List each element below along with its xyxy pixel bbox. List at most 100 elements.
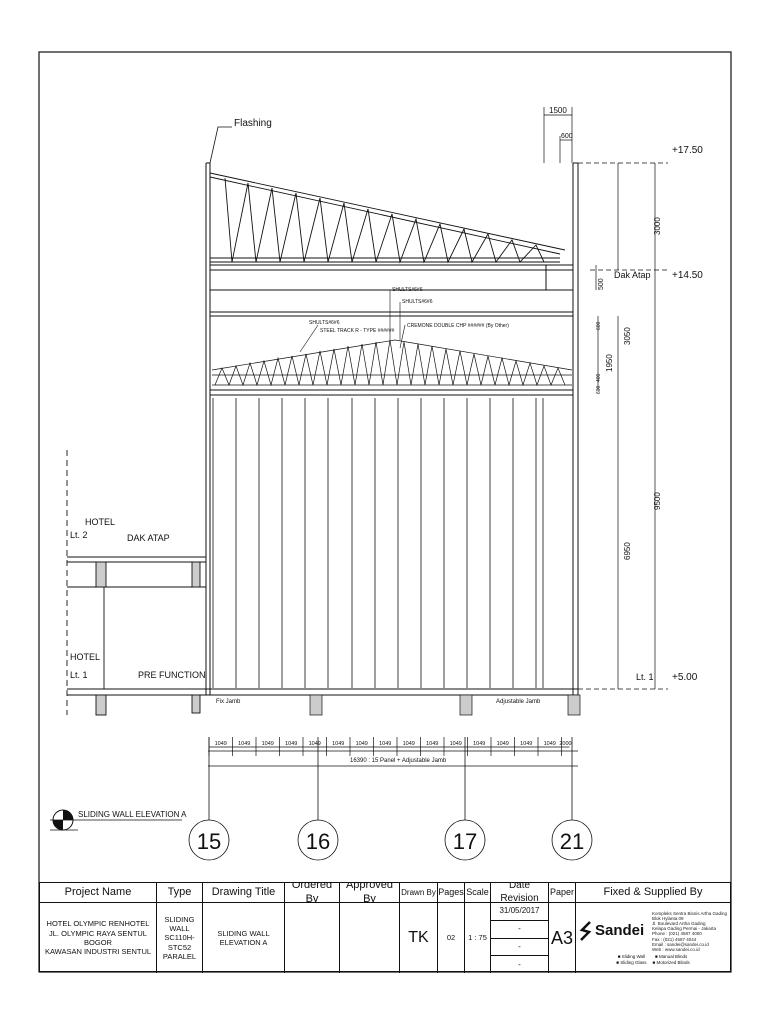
scale-cell: 1 : 75 (465, 903, 491, 973)
adjustable-jamb-label: Adjustable Jamb (496, 699, 541, 705)
drawing-title-line-1: SLIDING WALL (217, 928, 270, 938)
level-lines (578, 162, 668, 690)
dim-6950: 6950 (623, 542, 632, 560)
panel-dim-label: 1049 (544, 741, 556, 747)
panel-dim-label: 1049 (473, 741, 485, 747)
product-item: Sliding Glass (620, 959, 647, 965)
drawing-title-line-2: ELEVATION A (219, 938, 268, 947)
address-line: Jl. Boulevard Artha Gading (651, 921, 706, 927)
sheet-border (38, 51, 732, 973)
panel-dim-label: 1049 (379, 741, 391, 747)
cremona-label: CREMONE DOUBLE CHP ###### (By Other) (407, 323, 509, 329)
brand-name: Sandei (595, 922, 645, 939)
panel-dim-label: 1049 (238, 741, 250, 747)
address-line: Web : www.sandei.co.id (651, 946, 700, 952)
drawn-by-cell: TK (400, 903, 438, 973)
hotel-lt2-label: HOTEL (85, 517, 115, 527)
address-line: Fax : (021) 4587 4044 (651, 936, 697, 942)
dim-1950: 1950 (605, 354, 614, 372)
panel-dim-label: 1049 (285, 741, 297, 747)
product-item: Motorized Blinds (656, 959, 690, 965)
panel-dim-last: 2000 (559, 741, 571, 747)
grid-lines (188, 737, 593, 861)
beam-label-1: SHULTS#6#6 (392, 287, 423, 293)
dak-atap-right-label: Dak Atap (614, 270, 651, 280)
address-line: Kelapa Gading Permai - Jakarta (651, 926, 716, 932)
panel-dimensions: 1049 1049 1049 1049 1049 1049 1049 1049 1049 1049… (208, 737, 572, 756)
supplier-cell: Sandei Kompleks Sentra Bisnis Artha Gadi… (576, 903, 730, 973)
dimension-lines-right (543, 107, 656, 689)
address-line: Email : sandei@sandei.co.id (651, 941, 709, 947)
header-supplier: Fixed & Supplied By (603, 885, 703, 898)
panel-dim-label: 1049 (450, 741, 462, 747)
bottom-dimension-strip (208, 750, 578, 767)
header-drawing-title: Drawing Title (203, 883, 285, 902)
date-revision-cell: 31/05/2017 - - - (491, 903, 549, 973)
header-approved-by: Approved By (340, 883, 400, 902)
header-type: Type (157, 883, 203, 902)
panel-dim-label: 1049 (309, 741, 321, 747)
address-line: Kompleks Sentra Bisnis Artha Gading (651, 910, 727, 916)
hotel-lt1-floor: Lt. 1 (70, 670, 88, 680)
title-block-header: Project Name Type Drawing Title Ordered … (40, 883, 730, 903)
project-name-line-1: HOTEL OLYMPIC RENHOTEL (46, 919, 150, 929)
panel-dim-label: 1049 (403, 741, 415, 747)
address-line: Blok Hylanta 09 (651, 915, 684, 921)
title-block: Project Name Type Drawing Title Ordered … (39, 882, 731, 973)
approved-by-cell (340, 903, 400, 973)
type-line-1: SLIDING WALL (164, 914, 195, 933)
panel-dim-label: 1049 (497, 741, 509, 747)
product-item: Manual Blinds (658, 954, 688, 960)
building-outline (205, 162, 579, 696)
grid-17: 17 (453, 829, 477, 854)
panel-dim-label: 1049 (215, 741, 227, 747)
dim-total: 16390 : 15 Panel + Adjustable Jamb (350, 758, 447, 764)
header-drawn-by: Drawn By (400, 883, 438, 902)
header-date-revision: Date Revision (491, 883, 549, 902)
elevation-title: SLIDING WALL ELEVATION A (78, 810, 187, 819)
lt1-right-label: Lt. 1 (636, 672, 654, 682)
type-line-2: SC110H-STC52 (164, 933, 195, 952)
dim-600-a: 600 (596, 321, 602, 330)
roof-truss (209, 172, 566, 264)
panel-dim-label: 1049 (426, 741, 438, 747)
level-mid: +14.50 (672, 270, 703, 281)
dim-600-b: 600 (596, 385, 602, 394)
fix-jamb-label: Fix Jamb (216, 699, 241, 705)
panel-dim-label: 1049 (332, 741, 344, 747)
grid-21: 21 (560, 829, 584, 854)
dim-3000: 3000 (653, 217, 662, 235)
beam-label-3: SHULTS#6#6 (309, 320, 340, 326)
header-scale: Scale (465, 883, 491, 902)
date-revision-3: - (491, 939, 548, 957)
steel-track-label: STEEL TRACK R - TYPE ###### (320, 328, 395, 334)
footings (309, 694, 581, 716)
ordered-by-cell (285, 903, 340, 973)
flashing-label: Flashing (234, 118, 272, 129)
dim-1500: 1500 (549, 106, 567, 115)
type-line-3: PARALEL (162, 952, 197, 962)
product-item: Sliding Wall (621, 954, 646, 960)
sliding-panels (212, 398, 544, 688)
title-block-body: HOTEL OLYMPIC RENHOTEL JL. OLYMPIC RAYA … (40, 903, 730, 973)
drawing-title-cell: SLIDING WALL ELEVATION A (203, 903, 285, 973)
type-cell: SLIDING WALL SC110H-STC52 PARALEL (157, 903, 203, 973)
header-paper: Paper (549, 883, 576, 902)
level-top: +17.50 (672, 145, 703, 156)
address-line: Phone : (021) 4587 4000 (651, 931, 702, 937)
beam-truss (211, 339, 573, 387)
supplier-address: Kompleks Sentra Bisnis Artha Gading Blok… (652, 911, 727, 952)
header-project-name: Project Name (40, 883, 157, 902)
left-building (66, 450, 206, 716)
dim-3050: 3050 (623, 327, 632, 345)
dim-600-top: 600 (561, 133, 573, 140)
panel-dim-label: 1049 (356, 741, 368, 747)
hotel-lt1-label: HOTEL (70, 652, 100, 662)
paper-cell: A3 (549, 903, 576, 973)
project-name-cell: HOTEL OLYMPIC RENHOTEL JL. OLYMPIC RAYA … (40, 903, 157, 973)
beam-label-2: SHULTS#6#6 (402, 299, 433, 305)
date-revision-4: - (518, 959, 521, 969)
sandei-logo-icon (579, 921, 592, 942)
project-name-line-3: KAWASAN INDUSTRI SENTUL (44, 947, 152, 957)
elevation-marker (50, 809, 182, 831)
